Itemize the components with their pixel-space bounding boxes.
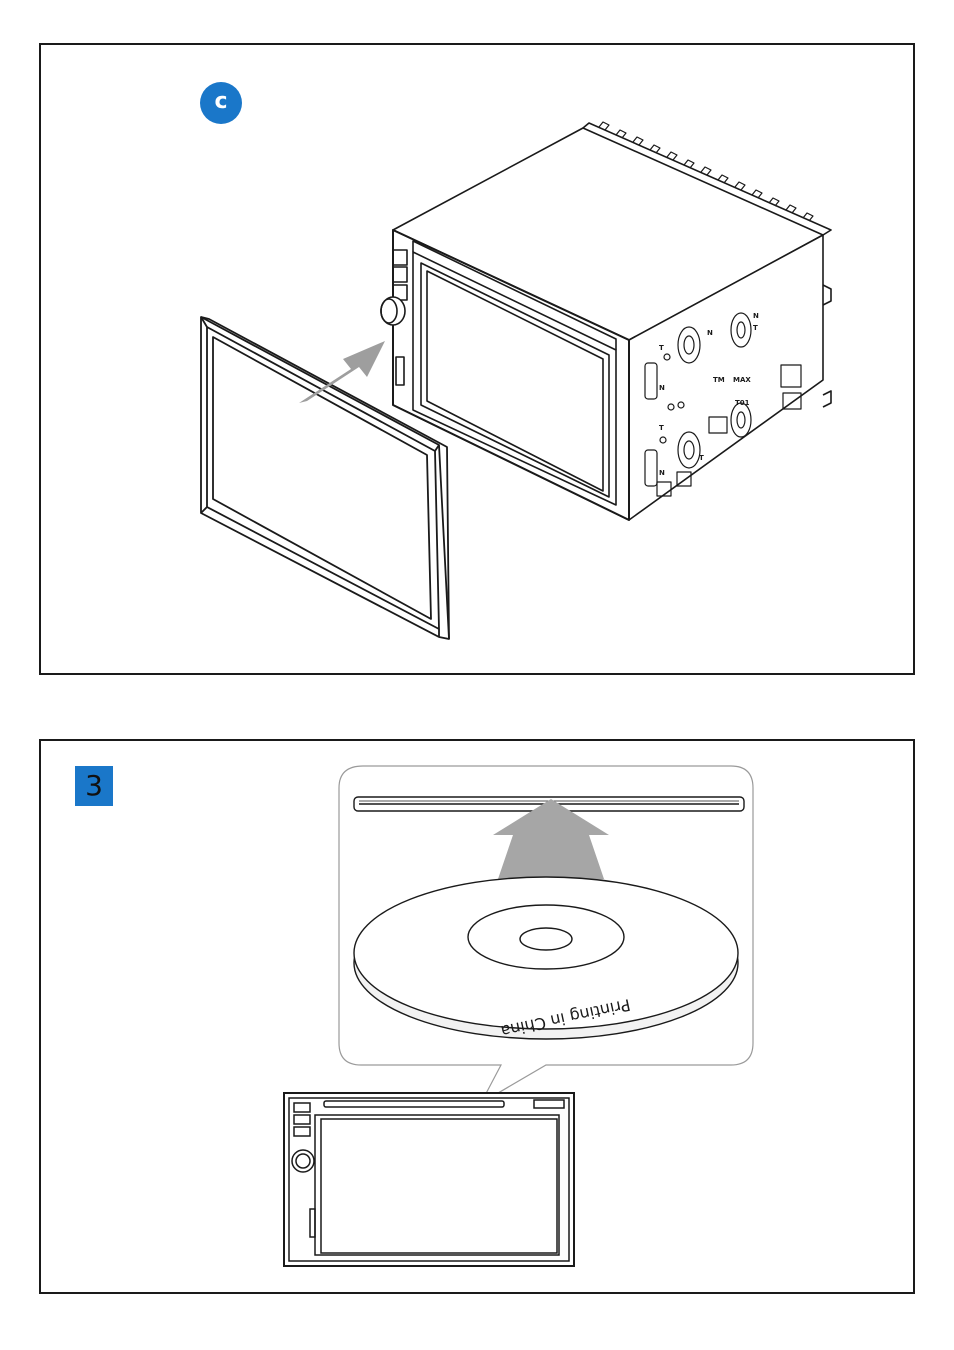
panel-step-c: c — [39, 43, 915, 675]
svg-text:T01: T01 — [735, 399, 750, 407]
trim-frame-installation-illustration: N N T T N TM MAX T01 T N T — [41, 45, 917, 677]
svg-text:T: T — [699, 454, 704, 462]
svg-text:T: T — [753, 324, 758, 332]
svg-text:T: T — [659, 344, 664, 352]
svg-text:N: N — [659, 469, 665, 477]
svg-text:TM: TM — [713, 376, 725, 384]
svg-text:MAX: MAX — [733, 376, 751, 384]
panel-step-3: 3 Printing in China — [39, 739, 915, 1294]
svg-text:N: N — [753, 312, 759, 320]
svg-text:N: N — [659, 384, 665, 392]
svg-text:T: T — [659, 424, 664, 432]
svg-text:N: N — [707, 329, 713, 337]
head-unit-front-view — [284, 1093, 574, 1266]
disc-insertion-illustration: Printing in China — [41, 741, 917, 1296]
